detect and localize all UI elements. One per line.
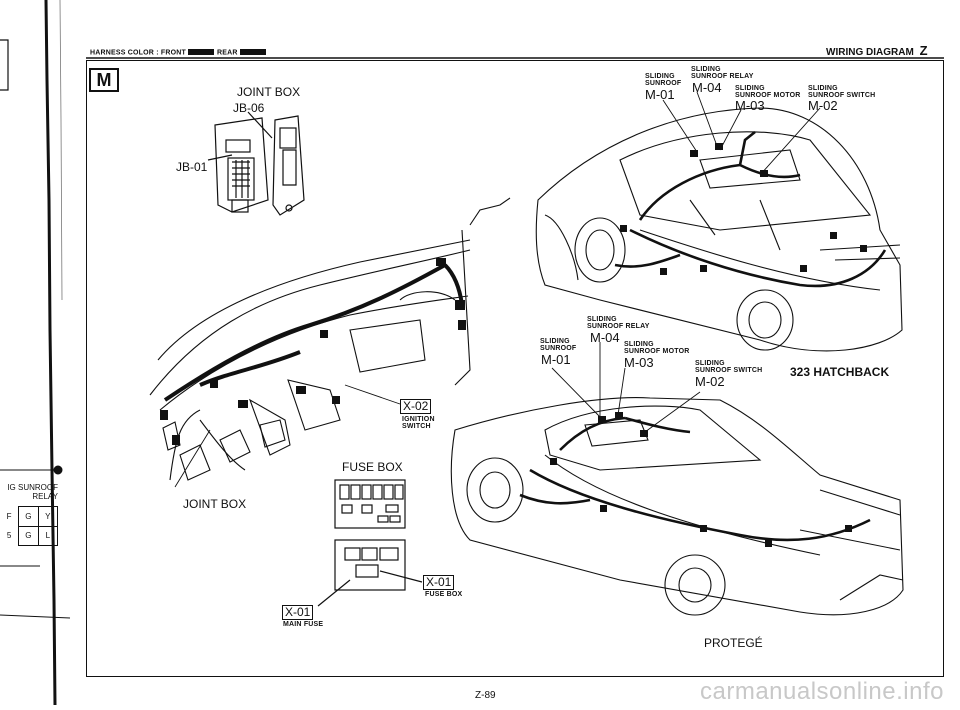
watermark-text: carmanualsonline.info (700, 678, 944, 705)
hb-sunroof-label: SLIDING SUNROOF (645, 73, 681, 87)
leader-lines (174, 384, 401, 488)
section-letter: Z (919, 43, 928, 58)
pr-motor-code: M-03 (624, 355, 654, 370)
pr-relay-label: SLIDING SUNROOF RELAY (587, 316, 650, 330)
pr-sunroof-label-line1: SLIDING (540, 338, 570, 345)
binding-edge (0, 0, 71, 706)
joint-box-top-label: JOINT BOX (237, 85, 301, 99)
pin-row-bottom: 5 G L (0, 525, 59, 546)
pr-sunroof-label-line2: SUNROOF (540, 345, 577, 352)
relay-label-line2: RELAY (32, 492, 58, 501)
protege-drawing (450, 397, 904, 616)
hb-sunroof-code: M-01 (645, 87, 675, 102)
protege-model-label: PROTEGÉ (704, 636, 763, 650)
relay-label-line1: IG SUNROOF (7, 483, 58, 492)
hatchback-model-label: 323 HATCHBACK (790, 365, 890, 379)
pr-relay-label-line1: SLIDING (587, 316, 617, 323)
jb01-label: JB-01 (176, 160, 208, 174)
pr-switch-label-line2: SUNROOF SWITCH (695, 367, 763, 374)
pr-motor-label-line2: SUNROOF MOTOR (624, 348, 690, 355)
pr-motor-label-line1: SLIDING (624, 341, 654, 348)
hb-sunroof-label-line1: SLIDING (645, 73, 675, 80)
relay-label: IG SUNROOF RELAY (2, 483, 58, 501)
pin-cell: Y (37, 506, 59, 527)
hb-switch-code: M-02 (808, 98, 838, 113)
section-box-letter: M (89, 68, 119, 92)
hb-relay-code: M-04 (692, 80, 722, 95)
pin-cell: G (18, 525, 39, 546)
hb-switch-label-line2: SUNROOF SWITCH (808, 92, 876, 99)
hb-sunroof-label-line2: SUNROOF (645, 80, 682, 87)
joint-box-bottom-label: JOINT BOX (183, 497, 247, 511)
page-number: Z-89 (475, 690, 496, 701)
pr-switch-label-line1: SLIDING (695, 360, 725, 367)
fuse-box-drawing (317, 479, 423, 607)
hatchback-drawing (535, 107, 903, 352)
pr-sunroof-code: M-01 (541, 352, 571, 367)
pin-left-mark-bottom: 5 (6, 531, 12, 541)
pin-cell: L (37, 525, 59, 546)
x02-label-line1: IGNITION (402, 416, 435, 423)
hb-motor-code: M-03 (735, 98, 765, 113)
pr-sunroof-label: SLIDING SUNROOF (540, 338, 576, 352)
pr-relay-label-line2: SUNROOF RELAY (587, 323, 650, 330)
x02-label: IGNITION SWITCH (402, 416, 435, 430)
front-color-swatch (187, 49, 214, 55)
x01-main-code: X-01 (282, 605, 314, 620)
x01-main-label: MAIN FUSE (283, 621, 324, 628)
pin-cell: G (18, 506, 39, 527)
hb-relay-label-line2: SUNROOF RELAY (691, 73, 754, 80)
hb-relay-label-line1: SLIDING (691, 66, 721, 73)
hatchback-harness (614, 130, 887, 288)
fuse-box-label: FUSE BOX (342, 460, 403, 474)
x01-fuse-label: FUSE BOX (425, 591, 463, 598)
hatchback-leaders (662, 91, 821, 176)
pin-left-mark-top: F (6, 511, 12, 521)
pr-switch-label: SLIDING SUNROOF SWITCH (695, 360, 762, 374)
rear-color-swatch (239, 49, 266, 55)
harness-color-legend: HARNESS COLOR : FRONT REAR (90, 49, 269, 56)
x02-label-line2: SWITCH (402, 423, 431, 430)
dashboard-connectors (160, 258, 466, 445)
section-title-text: WIRING DIAGRAM (826, 47, 914, 58)
pr-switch-code: M-02 (695, 374, 725, 389)
joint-box-drawing (207, 111, 305, 216)
hb-switch-label-line1: SLIDING (808, 85, 838, 92)
jb06-label: JB-06 (233, 101, 265, 115)
pr-relay-code: M-04 (590, 330, 620, 345)
x02-code: X-02 (400, 399, 432, 414)
relay-pin-table: F G Y 5 G L (0, 506, 59, 546)
pin-row-top: F G Y (0, 506, 59, 527)
harness-color-label: HARNESS COLOR : FRONT (90, 49, 186, 57)
hb-relay-label: SLIDING SUNROOF RELAY (691, 66, 754, 80)
diagram-frame (86, 60, 944, 677)
hatchback-connectors (620, 143, 867, 275)
hb-switch-label: SLIDING SUNROOF SWITCH (808, 85, 875, 99)
hb-motor-label-line1: SLIDING (735, 85, 765, 92)
section-title: WIRING DIAGRAM Z (826, 43, 928, 58)
x01-fuse-code: X-01 (423, 575, 455, 590)
pr-motor-label: SLIDING SUNROOF MOTOR (624, 341, 689, 355)
hb-motor-label-line2: SUNROOF MOTOR (735, 92, 801, 99)
rear-label: REAR (216, 49, 238, 57)
hb-motor-label: SLIDING SUNROOF MOTOR (735, 85, 800, 99)
protege-leaders (551, 342, 701, 433)
